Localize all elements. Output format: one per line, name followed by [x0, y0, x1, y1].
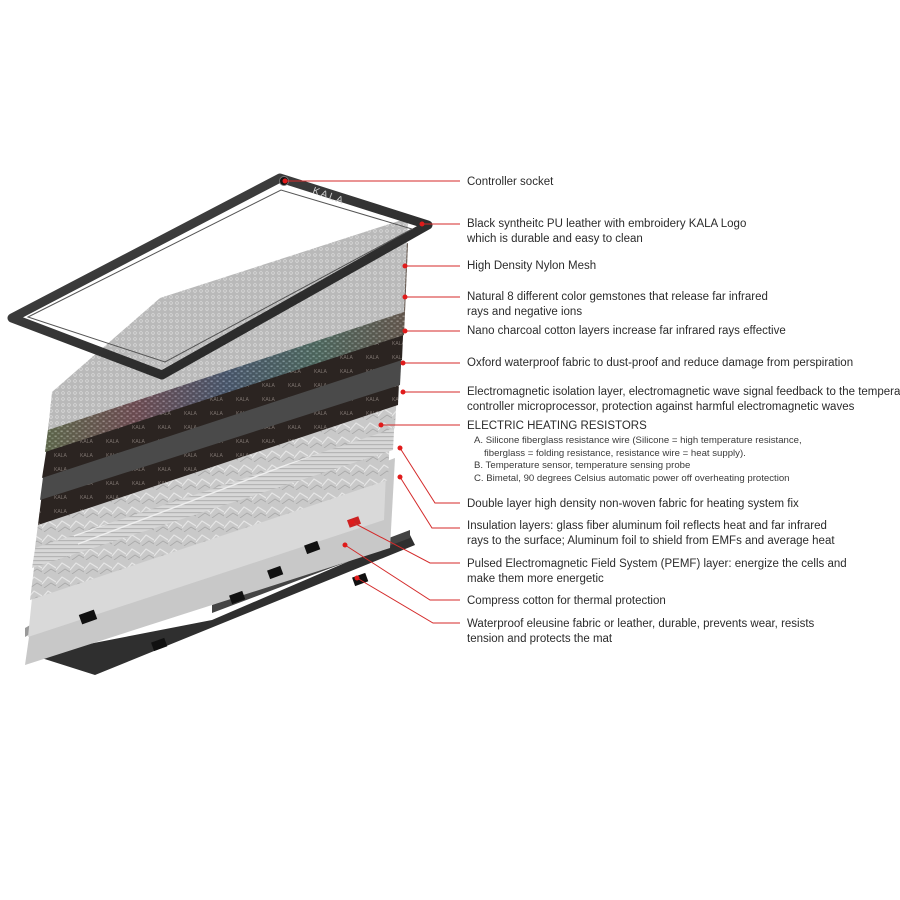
label-gemstones: Natural 8 different color gemstones that… [467, 291, 768, 318]
label-heating-resistors: ELECTRIC HEATING RESISTORS [467, 420, 647, 432]
layer-nylon-mesh [48, 218, 408, 430]
heating-resistors-details: A. Silicone fiberglass resistance wire (… [474, 435, 802, 484]
label-charcoal-cotton: Nano charcoal cotton layers increase far… [467, 325, 786, 337]
label-em-isolation: Electromagnetic isolation layer, electro… [467, 386, 900, 413]
label-oxford-fabric: Oxford waterproof fabric to dust-proof a… [467, 357, 854, 369]
label-pu-leather: Black syntheitc PU leather with embroide… [467, 218, 747, 245]
label-nylon-mesh: High Density Nylon Mesh [467, 260, 597, 272]
label-controller-socket: Controller socket [467, 176, 554, 188]
label-waterproof-base: Waterproof eleusine fabric or leather, d… [467, 618, 815, 645]
label-pemf: Pulsed Electromagnetic Field System (PEM… [467, 558, 847, 585]
label-compress-cotton: Compress cotton for thermal protection [467, 595, 666, 607]
label-non-woven: Double layer high density non-woven fabr… [467, 498, 799, 510]
label-insulation: Insulation layers: glass fiber aluminum … [467, 520, 835, 547]
leader-lines [282, 178, 460, 624]
